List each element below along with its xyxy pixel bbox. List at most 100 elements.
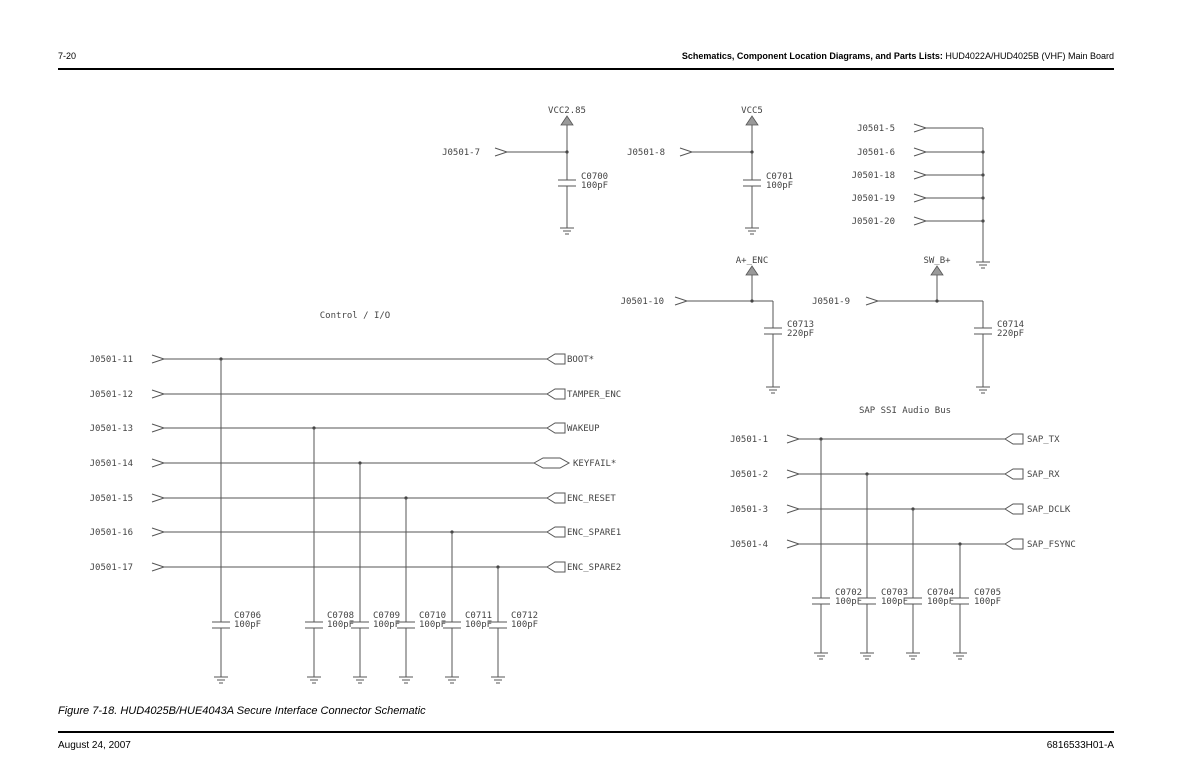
connector-label: J0501-11 [90,355,133,365]
power-rail-label: SW_B+ [923,256,951,266]
net-label: ENC_SPARE2 [567,563,621,573]
running-header: Schematics, Component Location Diagrams,… [682,51,1114,61]
connector-arrow-icon [913,123,928,133]
net-label: SAP_DCLK [1027,505,1071,515]
footer-doc-number: 6816533H01-A [1046,740,1114,751]
connector-label: J0501-5 [857,124,895,134]
net-label: ENC_SPARE1 [567,528,621,538]
connector-label: J0501-4 [730,540,768,550]
junction-dot [750,299,754,303]
connector-arrow-icon [865,296,880,306]
capacitor-ref: C0713 [787,320,814,330]
connector-arrow-icon [786,434,801,444]
capacitor-value: 100pF [881,597,908,607]
footer-date: August 24, 2007 [58,740,131,751]
port-flag-icon [1004,468,1024,480]
port-flag-icon [546,388,566,400]
connector-arrow-icon [679,147,694,157]
capacitor-value: 100pF [974,597,1001,607]
connector-label: J0501-1 [730,435,768,445]
capacitor-value: 100pF [234,620,261,630]
capacitor-ref: C0711 [465,611,492,621]
connector-arrow-icon [151,423,166,433]
capacitor-ref: C0709 [373,611,400,621]
capacitor-ref: C0712 [511,611,538,621]
connector-label: J0501-15 [90,494,133,504]
net-label: SAP_TX [1027,435,1060,445]
page-number: 7-20 [58,51,77,61]
junction-dot [935,299,939,303]
bidir-port-icon [533,457,571,469]
net-label: SAP_FSYNC [1027,540,1076,550]
capacitor-value: 220pF [787,329,814,339]
connector-arrow-icon [151,562,166,572]
connector-label: J0501-13 [90,424,133,434]
connector-label: J0501-19 [852,194,895,204]
net-label: BOOT* [567,355,594,365]
connector-label: J0501-8 [627,148,665,158]
capacitor-value: 100pF [327,620,354,630]
connector-arrow-icon [786,539,801,549]
connector-arrow-icon [913,170,928,180]
power-rail-label: VCC5 [741,106,763,116]
connector-label: J0501-2 [730,470,768,480]
section-title: Control / I/O [320,311,390,321]
port-flag-icon [1004,503,1024,515]
connector-arrow-icon [151,493,166,503]
connector-label: J0501-12 [90,390,133,400]
power-rail-label: VCC2.85 [548,106,586,116]
connector-arrow-icon [151,354,166,364]
section-title: SAP SSI Audio Bus [859,406,951,416]
connector-arrow-icon [913,216,928,226]
connector-arrow-icon [674,296,689,306]
connector-label: J0501-17 [90,563,133,573]
capacitor-ref: C0706 [234,611,261,621]
capacitor-value: 100pF [373,620,400,630]
connector-arrow-icon [151,527,166,537]
connector-arrow-icon [151,458,166,468]
capacitor-ref: C0714 [997,320,1024,330]
capacitor-ref: C0703 [881,588,908,598]
capacitor-ref: C0701 [766,172,793,182]
connector-label: J0501-16 [90,528,133,538]
power-flag-icon [560,115,574,126]
connector-label: J0501-6 [857,148,895,158]
connector-label: J0501-18 [852,171,895,181]
capacitor-ref: C0702 [835,588,862,598]
net-label: ENC_RESET [567,494,616,504]
power-flag-icon [930,265,944,276]
figure-caption: Figure 7-18. HUD4025B/HUE4043A Secure In… [58,705,426,717]
running-header-bold: Schematics, Component Location Diagrams,… [681,51,943,61]
capacitor-value: 100pF [927,597,954,607]
capacitor-ref: C0704 [927,588,954,598]
capacitor-ref: C0710 [419,611,446,621]
connector-label: J0501-7 [442,148,480,158]
port-flag-icon [546,526,566,538]
connector-label: J0501-3 [730,505,768,515]
net-label: SAP_RX [1027,470,1060,480]
power-flag-icon [745,115,759,126]
connector-label: J0501-9 [812,297,850,307]
capacitor-ref: C0705 [974,588,1001,598]
connector-arrow-icon [494,147,509,157]
header-rule [58,68,1114,70]
net-label: KEYFAIL* [573,459,616,469]
connector-label: J0501-10 [621,297,664,307]
capacitor-value: 100pF [465,620,492,630]
port-flag-icon [546,353,566,365]
capacitor-ref: C0708 [327,611,354,621]
power-flag-icon [745,265,759,276]
connector-arrow-icon [913,147,928,157]
connector-arrow-icon [913,193,928,203]
connector-label: J0501-20 [852,217,895,227]
capacitor-value: 220pF [997,329,1024,339]
net-label: WAKEUP [567,424,600,434]
port-flag-icon [1004,538,1024,550]
running-header-normal: HUD4022A/HUD4025B (VHF) Main Board [942,51,1114,61]
port-flag-icon [546,422,566,434]
port-flag-icon [546,561,566,573]
connector-arrow-icon [151,389,166,399]
capacitor-value: 100pF [835,597,862,607]
capacitor-value: 100pF [766,181,793,191]
